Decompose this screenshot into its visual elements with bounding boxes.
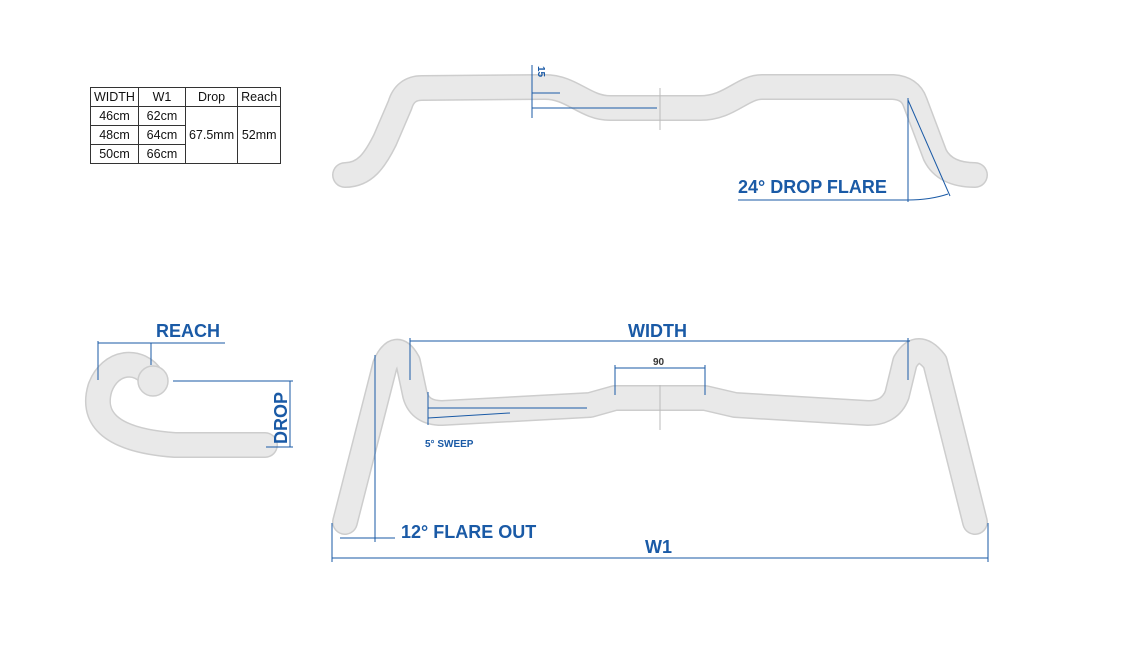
drop-flare-label: 24° DROP FLARE [738, 177, 887, 197]
cell-reach: 52mm [237, 106, 282, 164]
drop-label: DROP [271, 391, 291, 444]
cell-w1: 66cm [137, 144, 186, 164]
flare-out-label: 12° FLARE OUT [401, 522, 537, 542]
cell-width: 48cm [90, 125, 139, 145]
rise-label: 15 [535, 66, 546, 78]
spec-table: WIDTH W1 Drop Reach 46cm 62cm 67.5mm 52m… [90, 87, 282, 164]
header-w1: W1 [137, 87, 186, 107]
center-width-label: 90 [653, 357, 665, 368]
header-drop: Drop [184, 87, 239, 107]
cell-w1: 62cm [137, 106, 186, 126]
w1-label: W1 [645, 537, 672, 557]
cell-width: 46cm [90, 106, 139, 126]
width-label: WIDTH [628, 321, 687, 341]
sweep-label: 5° SWEEP [425, 439, 474, 450]
top-view-handlebar [332, 338, 988, 535]
header-width: WIDTH [90, 87, 139, 107]
cell-drop: 67.5mm [184, 106, 239, 164]
dimension-lines [97, 65, 989, 562]
reach-label: REACH [156, 321, 221, 341]
cell-width: 50cm [90, 144, 139, 164]
cell-w1: 64cm [137, 125, 186, 145]
header-reach: Reach [237, 87, 282, 107]
